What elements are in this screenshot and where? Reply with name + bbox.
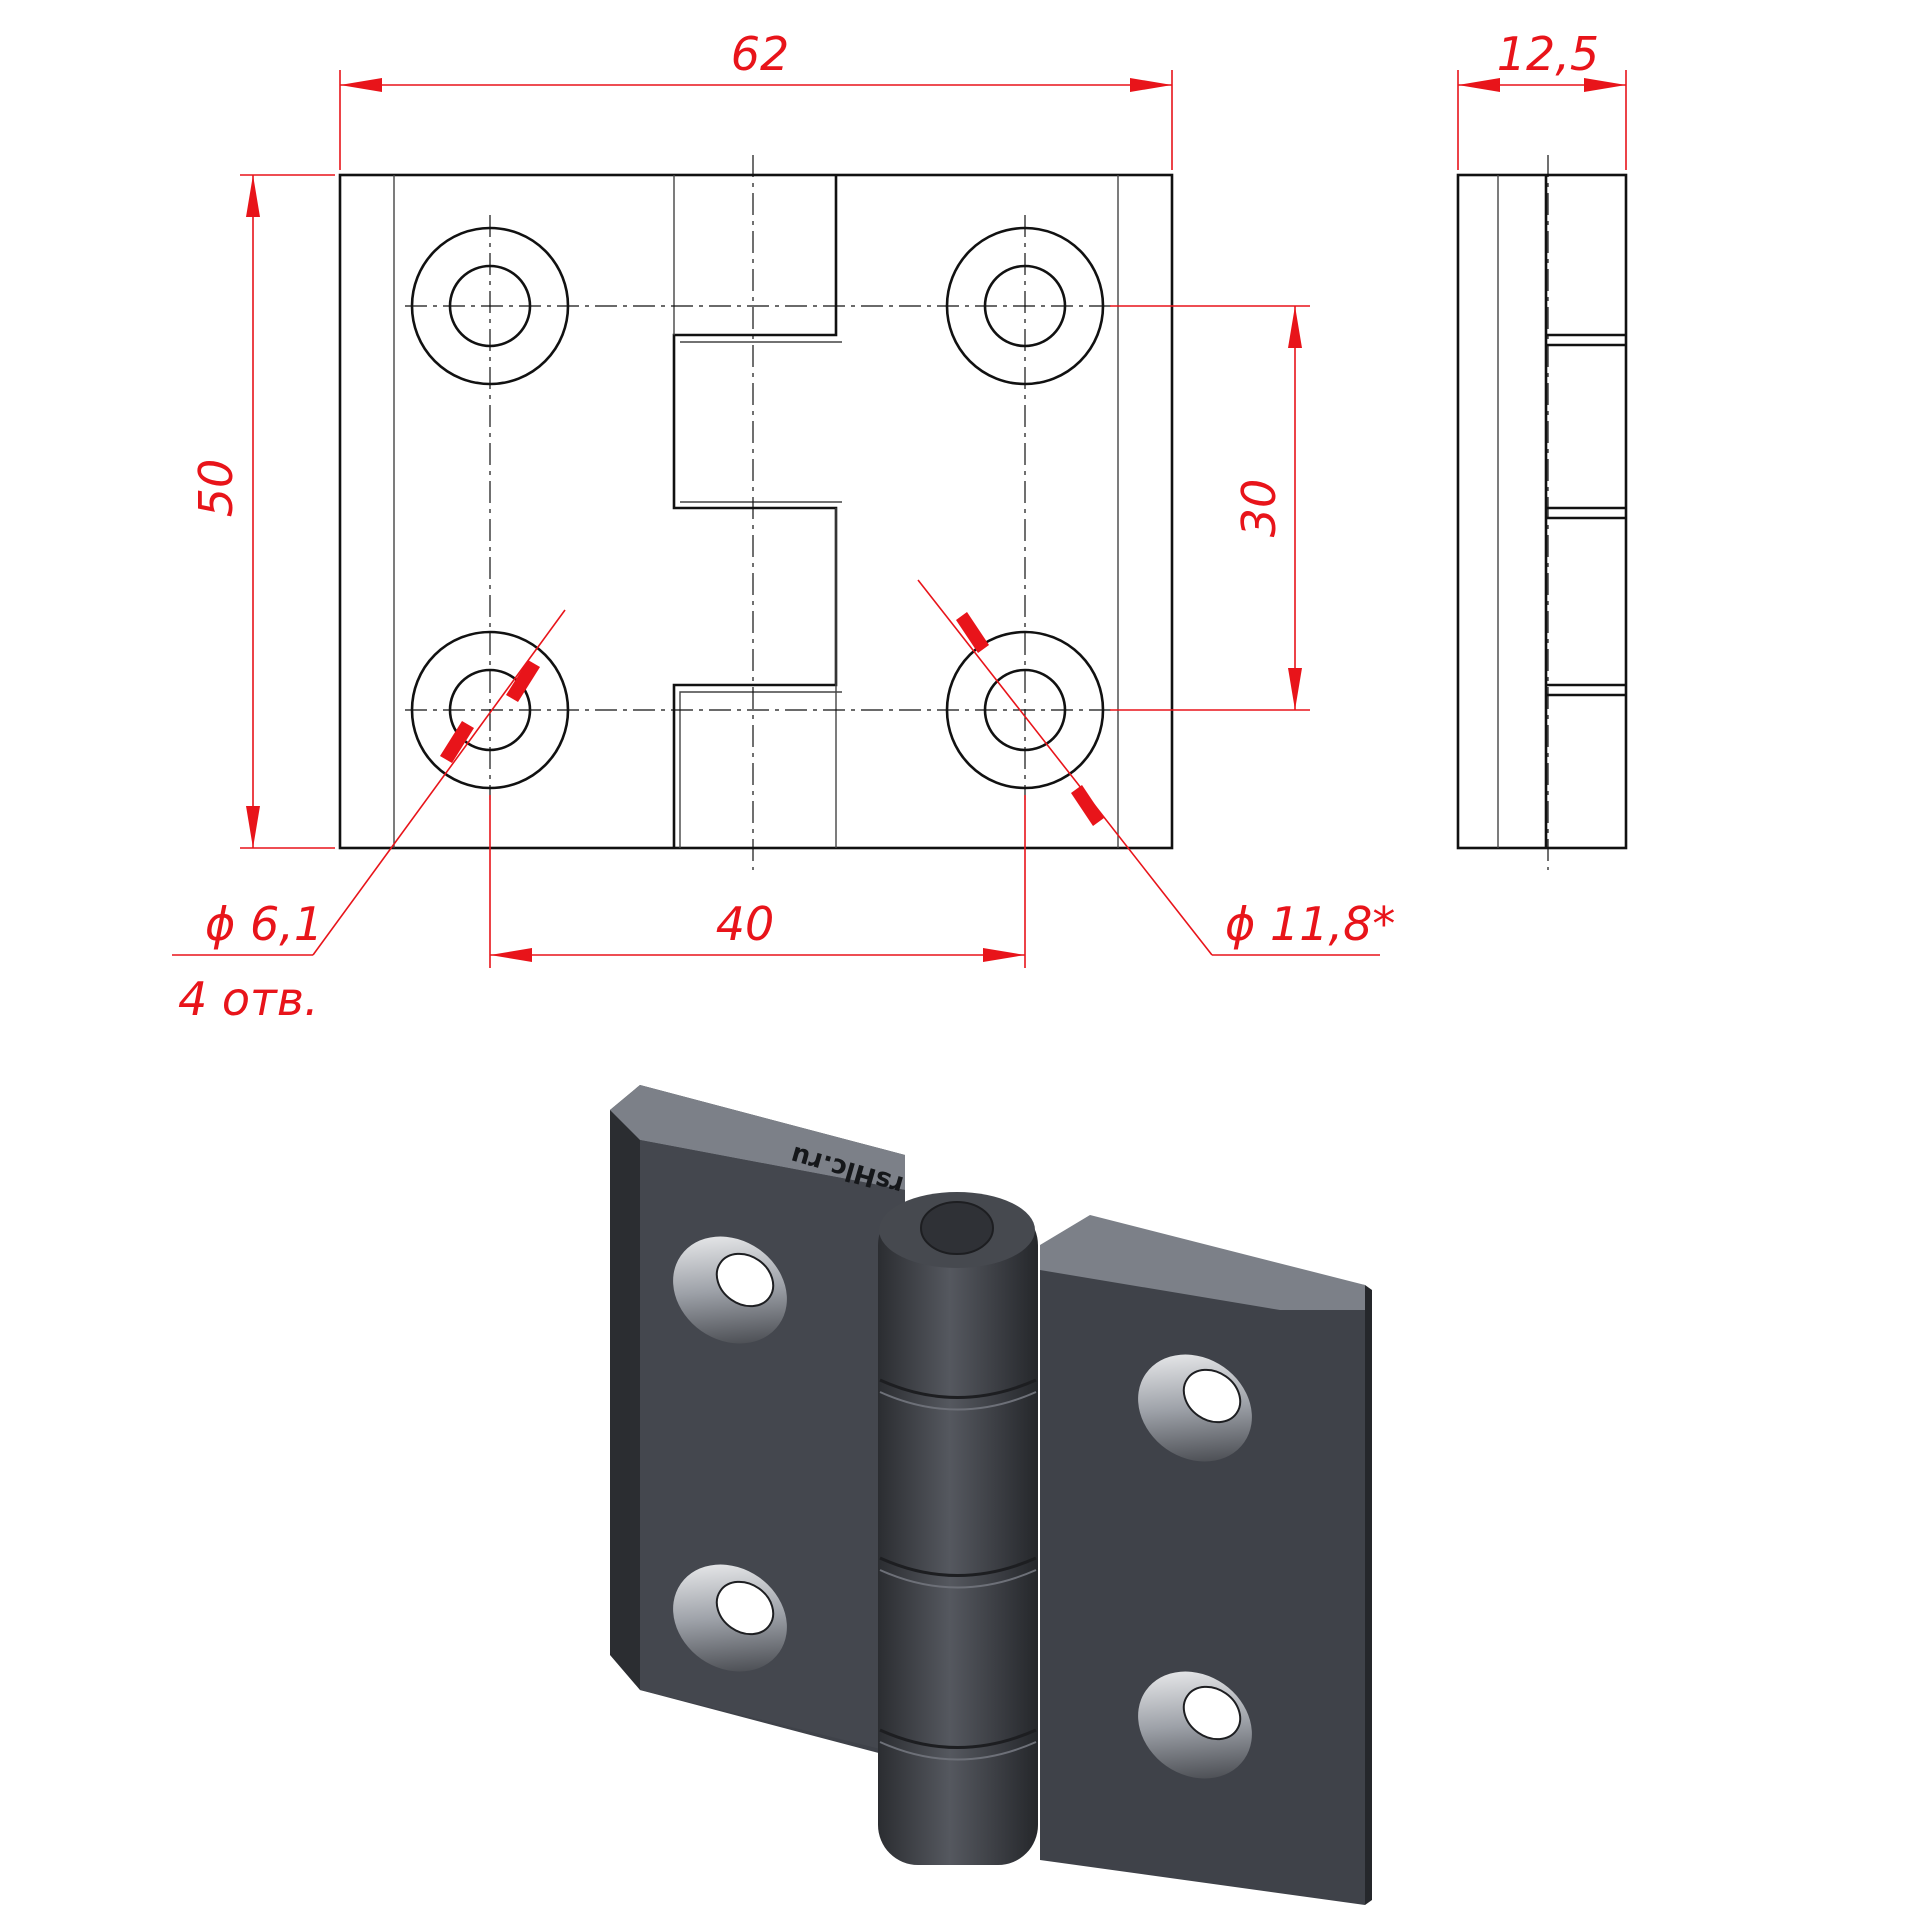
dim-hole-count-label: 4 отв.: [178, 972, 319, 1026]
leader-hole-diameter: [312, 609, 566, 956]
leader-counterbore-diameter: [917, 579, 1213, 956]
pin-head: [920, 1201, 994, 1255]
dim-counterbore-label: ϕ 11,8*: [1225, 897, 1395, 951]
render-hole-top-left: [673, 1236, 787, 1344]
render-hole-bottom-left: [673, 1564, 787, 1672]
side-outline: [1456, 173, 1628, 850]
dim-thickness-label: 12,5: [1497, 27, 1599, 81]
right-leaf-face: [1040, 1245, 1365, 1905]
dim-horizontal-spacing-label: 40: [716, 897, 775, 951]
dim-width-label: 62: [731, 27, 790, 81]
knuckle-split-shadow: [679, 341, 842, 848]
front-view: [338, 155, 1174, 870]
render-hole-top-right: [1138, 1354, 1252, 1462]
knuckle-barrel: [878, 1205, 1038, 1865]
hole-bottom-right: [945, 630, 1105, 790]
knuckle-split-line: [672, 175, 838, 848]
dim-vertical-spacing-label: 30: [1232, 479, 1286, 538]
side-knuckle-segments: [1546, 333, 1626, 697]
dimensions: 62 12,5 50 30 40 ϕ 6,1 4 о: [172, 27, 1627, 1026]
hole-top-left: [410, 226, 570, 386]
dim-hole-diameter-label: ϕ 6,1: [205, 897, 323, 951]
hole-top-right: [945, 226, 1105, 386]
dim-height-label: 50: [189, 459, 243, 518]
hinge-outline: [338, 173, 1174, 850]
render-hole-bottom-right: [1138, 1671, 1252, 1779]
hinge-3d-render: rsHlc.ru: [610, 1085, 1372, 1905]
side-view: [1456, 155, 1628, 870]
hole-bottom-left: [410, 630, 570, 790]
